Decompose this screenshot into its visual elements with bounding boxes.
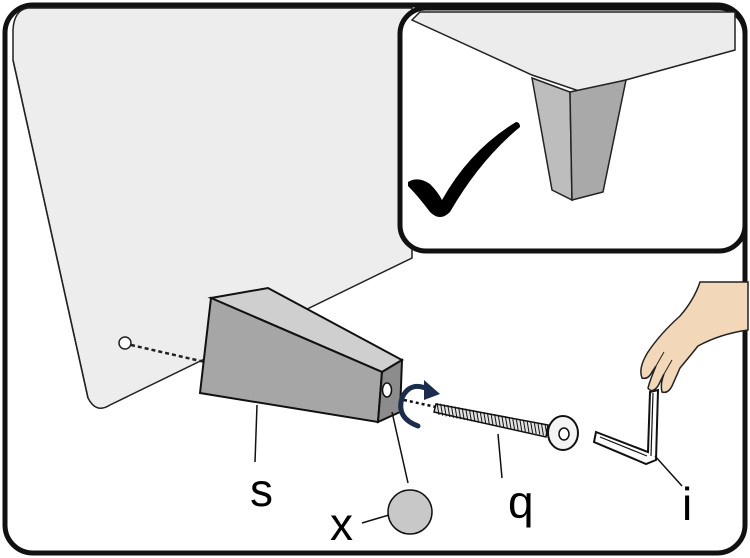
bolt-thread <box>465 408 469 421</box>
bolt-thread <box>472 409 476 423</box>
bolt-thread <box>486 412 490 425</box>
bolt-thread <box>479 411 483 424</box>
bolt-thread <box>522 419 526 432</box>
bolt-thread <box>440 403 444 416</box>
label-leg: s <box>250 464 273 516</box>
leader-line-cap <box>361 514 390 524</box>
bolt-thread <box>537 422 541 435</box>
bolt-thread <box>515 418 519 431</box>
mount-hole <box>118 336 132 350</box>
bolt-thread <box>447 405 451 418</box>
hex-key-icon <box>592 388 660 466</box>
bolt <box>433 402 579 451</box>
bolt-thread <box>436 402 440 416</box>
leader-lines <box>254 404 683 524</box>
panel-edge <box>12 59 89 399</box>
table-leg <box>198 286 405 424</box>
bolt-thread <box>476 410 480 423</box>
bolt-thread <box>504 416 508 429</box>
bolt-thread <box>512 417 516 430</box>
bolt-thread <box>526 420 530 433</box>
inset-correct-example <box>397 5 748 254</box>
inset-table-top <box>410 11 736 93</box>
inset-leg-front <box>569 79 627 201</box>
rotate-clockwise-arrow-icon <box>398 380 440 429</box>
bolt-thread <box>544 423 548 437</box>
table-underside-panel <box>12 7 413 409</box>
leg-bolt-hole <box>381 382 393 398</box>
bolt-thread <box>458 407 462 420</box>
leader-line-leg <box>254 404 258 463</box>
leader-line-bolt <box>497 433 503 479</box>
bolt-threads <box>436 402 548 437</box>
label-key: i <box>682 478 692 530</box>
bolt-thread <box>519 419 523 432</box>
bolt-thread <box>494 414 498 427</box>
leader-line-key <box>654 455 683 487</box>
bolt-thread <box>497 414 501 427</box>
bolt-thread <box>468 409 472 422</box>
floor-glide-cap <box>387 489 433 535</box>
bolt-thread <box>533 421 537 434</box>
leader-line-cap-leg <box>391 411 409 484</box>
bolt-thread <box>443 404 447 417</box>
bolt-thread <box>501 415 505 428</box>
bolt-thread <box>508 416 512 430</box>
checkmark-icon <box>408 122 520 217</box>
label-bolt: q <box>508 476 534 528</box>
bolt-thread <box>530 421 534 434</box>
alignment-dashed-line <box>130 343 206 364</box>
label-cap: x <box>330 498 353 550</box>
bolt-thread <box>450 405 454 418</box>
table-panel <box>12 7 413 409</box>
bolt-thread <box>490 413 494 426</box>
bolt-head-socket <box>558 427 570 441</box>
bolt-thread <box>540 423 544 436</box>
bolt-thread <box>454 406 458 419</box>
bolt-thread <box>483 412 487 425</box>
bolt-thread <box>461 407 465 420</box>
hand-icon <box>640 281 749 394</box>
